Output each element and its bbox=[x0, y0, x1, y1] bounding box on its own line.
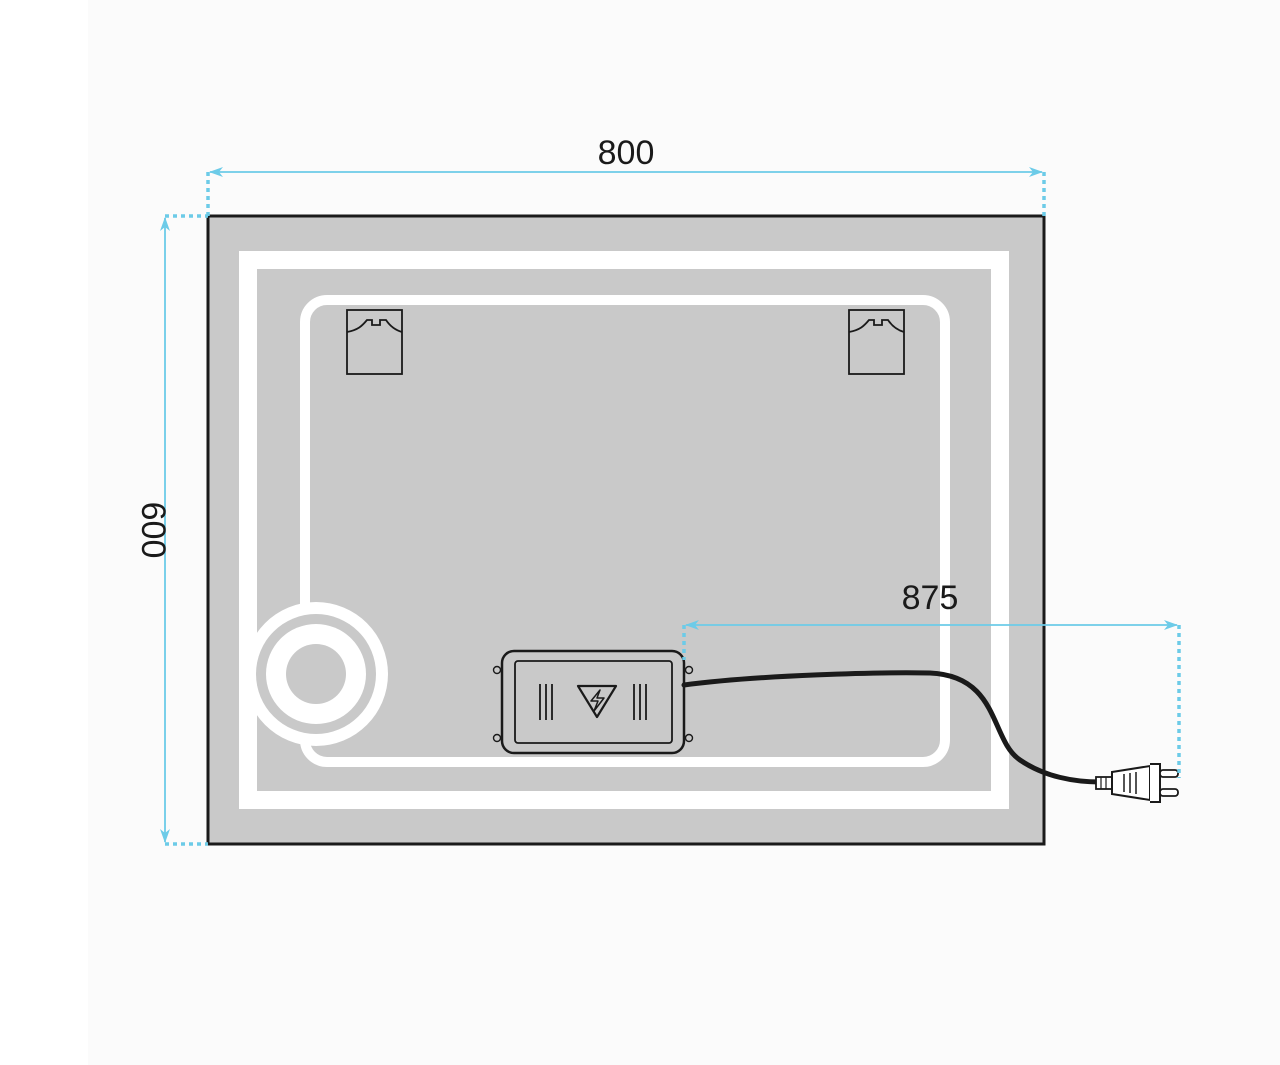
width-dimension: 800 bbox=[206, 134, 1046, 216]
outer-led-strip bbox=[239, 251, 1009, 809]
hanger-bracket-icon bbox=[346, 309, 403, 375]
hanger-bracket-icon bbox=[848, 309, 905, 375]
height-dimension-label: 600 bbox=[134, 502, 172, 559]
cable-length-dimension: 875 bbox=[682, 579, 1181, 778]
inner-led-strip bbox=[300, 295, 950, 767]
power-cable bbox=[681, 670, 1103, 785]
cable-length-label: 875 bbox=[902, 579, 959, 617]
width-dimension-label: 800 bbox=[598, 134, 655, 172]
magnifier-mirror-icon bbox=[244, 602, 388, 746]
height-dimension: 600 bbox=[134, 214, 208, 846]
plug-icon bbox=[1095, 763, 1179, 803]
power-box-icon bbox=[492, 649, 694, 755]
electric-hazard-triangle-icon bbox=[576, 684, 618, 719]
